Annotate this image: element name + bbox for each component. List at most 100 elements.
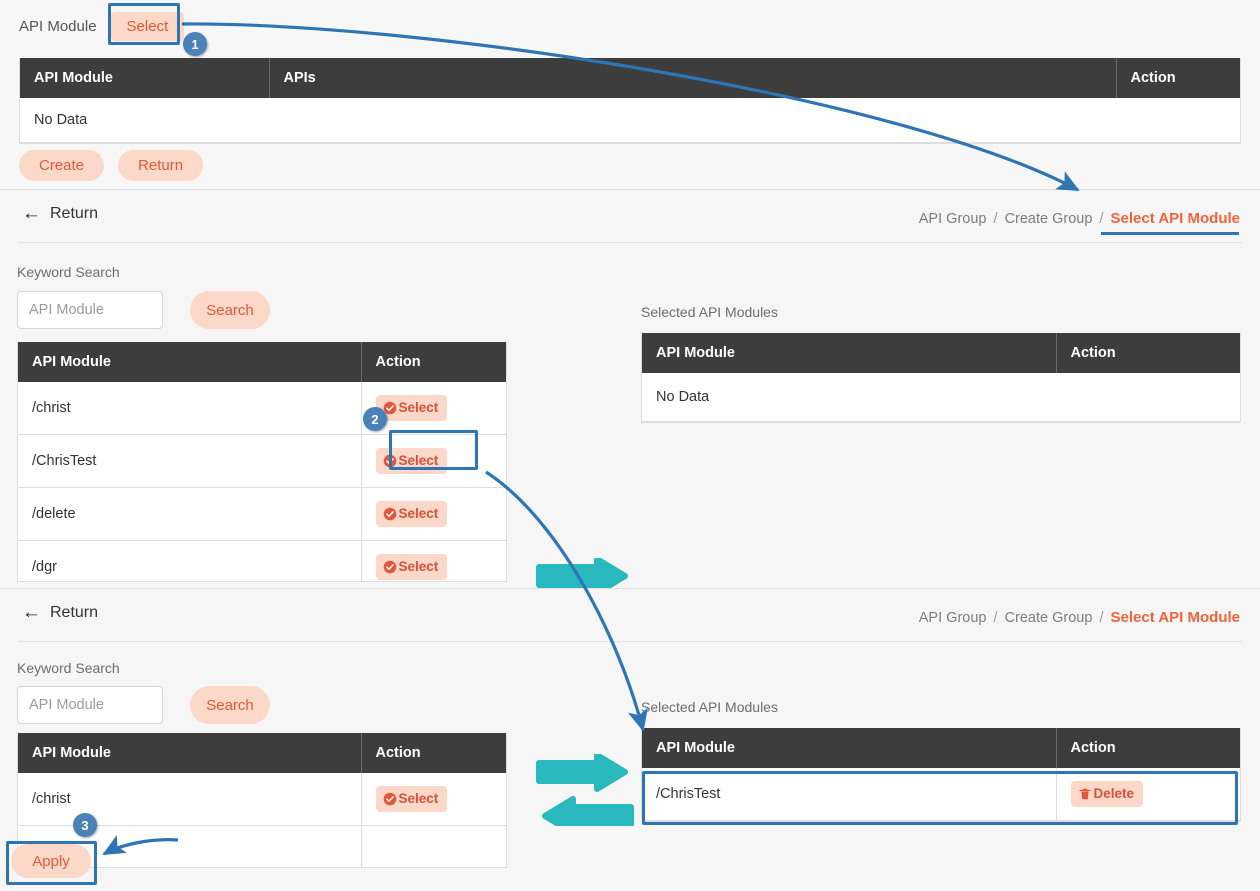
available-modules-table-bottom: API Module Action /christ (18, 733, 506, 867)
return-link-label: Return (50, 603, 99, 621)
col-apis: APIs (269, 58, 1117, 98)
row-select-button-chris-test[interactable]: Select (375, 448, 448, 474)
search-button-middle[interactable]: Search (190, 291, 270, 329)
row-select-button[interactable]: Select (375, 554, 448, 580)
available-modules-table-middle: API Module Action /christ (18, 342, 506, 581)
table-row: /christ Select (18, 382, 506, 435)
available-modules-rows-middle: /christ Select /ChrisT (18, 382, 506, 581)
no-data-cell: No Data (642, 373, 1240, 422)
keyword-search-label-middle: Keyword Search (17, 264, 120, 280)
cell-action: Select (361, 434, 506, 488)
table-header-row: API Module Action (642, 333, 1240, 373)
cell-module-name: /ChrisTest (18, 434, 362, 488)
api-module-table: API Module APIs Action No Data (20, 58, 1240, 143)
return-link-bottom[interactable]: ← Return (22, 603, 98, 622)
table-row-empty: No Data (642, 373, 1240, 422)
check-circle-icon (383, 560, 396, 574)
table-header-row: API Module APIs Action (20, 58, 1240, 98)
search-input-bottom[interactable] (17, 686, 163, 724)
col-action: Action (1116, 58, 1240, 98)
table-row: /ChrisTest Delete (642, 768, 1240, 821)
breadcrumb-item-create-group[interactable]: Create Group (1004, 610, 1093, 626)
swap-arrows-middle (535, 556, 635, 588)
create-button[interactable]: Create (19, 150, 105, 181)
row-select-button[interactable]: Select (375, 786, 448, 812)
col-action: Action (1056, 333, 1240, 373)
breadcrumb-item-create-group[interactable]: Create Group (1004, 211, 1093, 227)
breadcrumb-separator: / (993, 211, 998, 227)
cell-module-name: /ChrisTest (642, 768, 1057, 821)
available-modules-table-container-middle: API Module Action /christ (17, 342, 507, 582)
table-header-row: API Module Action (18, 733, 506, 773)
row-select-label: Select (398, 791, 439, 807)
cell-action (361, 825, 506, 867)
no-data-cell: No Data (20, 98, 1240, 143)
check-circle-icon (383, 507, 396, 521)
annotation-badge-1: 1 (183, 32, 207, 56)
selected-modules-table-container-bottom: API Module Action /ChrisTest (641, 728, 1241, 822)
col-action: Action (1056, 728, 1240, 768)
return-button[interactable]: Return (118, 150, 204, 181)
table-row: /delete Select (18, 487, 506, 541)
cell-action: Delete (1056, 768, 1240, 821)
cell-module-name: /christ (18, 773, 362, 826)
selected-modules-table-bottom: API Module Action /ChrisTest (642, 728, 1240, 821)
row-delete-label: Delete (1093, 786, 1135, 802)
table-header-row: API Module Action (18, 342, 506, 382)
available-modules-table-container-bottom: API Module Action /christ (17, 733, 507, 868)
check-circle-icon (383, 792, 396, 806)
annotation-badge-3: 3 (73, 813, 97, 837)
row-select-label: Select (398, 400, 439, 416)
arrow-right-thick-icon (536, 754, 628, 792)
return-link-label: Return (50, 204, 99, 222)
row-select-button[interactable]: Select (375, 501, 448, 527)
col-api-module: API Module (642, 728, 1057, 768)
breadcrumb-item-api-group[interactable]: API Group (918, 610, 987, 626)
col-api-module: API Module (642, 333, 1057, 373)
cell-action: Select (361, 773, 506, 826)
selected-modules-table-container-middle: API Module Action No Data (641, 333, 1241, 423)
arrow-left-icon: ← (22, 203, 41, 224)
col-action: Action (361, 733, 506, 773)
breadcrumb-current: Select API Module (1110, 609, 1240, 626)
col-api-module: API Module (18, 733, 362, 773)
row-select-label: Select (398, 506, 439, 522)
search-button-bottom[interactable]: Search (190, 686, 270, 724)
cell-action: Select (361, 487, 506, 541)
panel-select-api-module-filled: ← Return API Group / Create Group / Sele… (0, 589, 1260, 891)
arrow-left-thick-icon (542, 796, 634, 826)
row-select-label: Select (398, 453, 439, 469)
check-circle-icon (383, 401, 396, 415)
cell-action: Select (361, 540, 506, 581)
apply-button[interactable]: Apply (11, 844, 91, 878)
row-delete-button[interactable]: Delete (1070, 781, 1144, 807)
table-row-empty: No Data (20, 98, 1240, 143)
breadcrumb-middle: API Group / Create Group / Select API Mo… (919, 210, 1240, 227)
select-button[interactable]: Select (110, 12, 185, 41)
arrow-left-icon: ← (22, 602, 41, 623)
col-api-module: API Module (20, 58, 270, 98)
selected-modules-table-middle: API Module Action No Data (642, 333, 1240, 422)
check-circle-icon (383, 454, 396, 468)
breadcrumb-item-api-group[interactable]: API Group (918, 211, 987, 227)
table-row: /ChrisTest Select (18, 434, 506, 488)
cell-module-name: /dgr (18, 540, 362, 581)
breadcrumb-bottom: API Group / Create Group / Select API Mo… (919, 609, 1240, 626)
breadcrumb-separator: / (993, 610, 998, 626)
panel-api-module-create: API Module Select API Module APIs Action… (0, 0, 1260, 190)
keyword-search-label-bottom: Keyword Search (17, 660, 120, 676)
row-select-label: Select (398, 559, 439, 575)
row-select-button[interactable]: Select (375, 395, 448, 421)
search-input-middle[interactable] (17, 291, 163, 329)
breadcrumb-current: Select API Module (1110, 210, 1240, 227)
trash-icon (1078, 788, 1091, 800)
cell-module-name: /delete (18, 487, 362, 541)
table-header-row: API Module Action (642, 728, 1240, 768)
col-action: Action (361, 342, 506, 382)
panel-select-api-module-empty: ← Return API Group / Create Group / Sele… (0, 190, 1260, 588)
breadcrumb-separator: / (1099, 211, 1104, 227)
return-link-middle[interactable]: ← Return (22, 204, 98, 223)
table-row: /dgr Select (18, 540, 506, 581)
col-api-module: API Module (18, 342, 362, 382)
